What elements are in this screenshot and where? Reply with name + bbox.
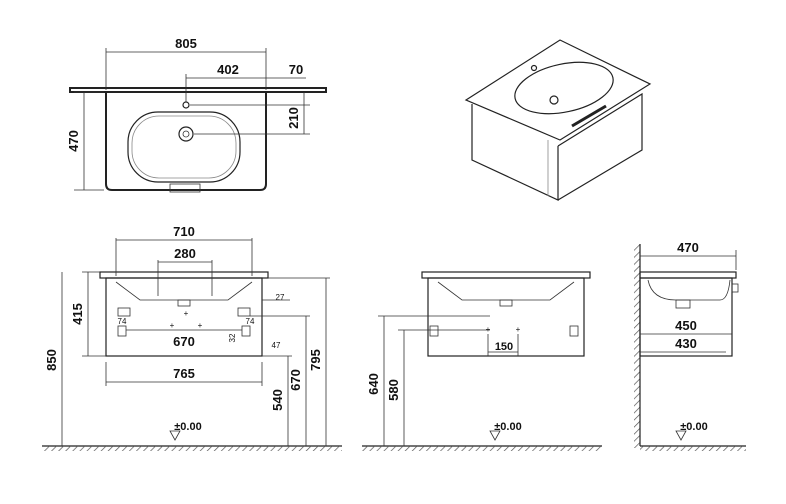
tap-hole [182,101,190,109]
dim-label-415: 415 [70,303,85,325]
level-label-front: ±0.00 [174,421,201,433]
wall-hatch-side [634,244,640,448]
dim-label-670-v: 670 [288,369,303,391]
floor-hatch-front [42,446,342,451]
iso-cabinet-front-right [557,92,643,201]
iso-tap-hole [530,64,538,72]
level-label-back: ±0.00 [494,421,521,433]
drawer-handle-top [169,183,201,193]
cabinet-front [105,277,263,357]
level-label-side: ±0.00 [680,421,707,433]
trap-back [499,299,513,307]
fix-point: + [170,321,175,330]
fix-point: + [198,321,203,330]
iso-drain [549,95,559,105]
back-view: + + 640 580 150 ±0.00 [362,271,602,451]
bowl-outline [127,111,241,183]
dim-label-670-h: 670 [173,334,195,349]
level-marker-side [675,430,687,441]
drain-center [182,130,190,138]
bracket-left [117,307,131,317]
dim-label-280: 280 [174,246,196,261]
bracket-right [237,307,251,317]
dim-label-70: 70 [289,62,303,77]
iso-bowl [514,61,614,115]
level-marker-front [169,430,181,441]
dim-label-32: 32 [228,333,237,342]
fixing-back-right [569,325,579,337]
dim-label-210: 210 [286,107,301,129]
bowl-inner-outline [131,115,237,179]
handle-side [731,283,739,293]
dim-label-430: 430 [675,336,697,351]
dim-label-74-left: 74 [118,317,127,326]
dim-label-795: 795 [308,349,323,371]
dim-label-150: 150 [495,341,513,353]
top-view: 805 402 70 470 210 [66,36,327,193]
fixing-right [241,325,251,337]
bowl-section-back [437,281,575,301]
dim-label-470-side: 470 [677,240,699,255]
cabinet-back [427,277,585,357]
dim-label-27: 27 [276,293,285,302]
dim-label-470-top: 470 [66,130,81,152]
fixing-left [117,325,127,337]
iso-cabinet-front-left [471,104,559,201]
iso-countertop [464,39,652,141]
countertop-side [639,271,737,279]
cabinet-side [639,277,733,357]
basin-outline-top [105,92,267,191]
side-view: 470 450 430 ±0.00 [634,240,746,451]
countertop-back [421,271,591,279]
countertop-front [99,271,269,279]
front-view: + + + 710 280 415 850 27 670 74 74 32 47… [42,224,342,451]
dim-label-805: 805 [175,36,197,51]
dim-label-540: 540 [270,389,285,411]
dim-label-402: 402 [217,62,239,77]
dim-label-47: 47 [272,341,281,350]
dim-label-765: 765 [173,366,195,381]
fix-point: + [516,325,521,334]
dim-label-74-right: 74 [246,317,255,326]
bowl-section [115,281,253,301]
trap [177,299,191,307]
wall-line-top [69,87,327,93]
dim-label-710: 710 [173,224,195,239]
fix-point: + [486,325,491,334]
drain-hole [178,126,194,142]
dim-label-580: 580 [386,379,401,401]
iso-drawer-handle [571,104,607,128]
dim-label-450: 450 [675,318,697,333]
fixing-back-left [429,325,439,337]
dim-label-640: 640 [366,373,381,395]
isometric-view [464,39,652,201]
dim-label-850: 850 [44,349,59,371]
level-marker-back [489,430,501,441]
trap-side [675,299,691,309]
fix-point: + [184,309,189,318]
floor-hatch-side [640,446,746,451]
floor-hatch-back [362,446,602,451]
bowl-section-side [647,279,731,301]
